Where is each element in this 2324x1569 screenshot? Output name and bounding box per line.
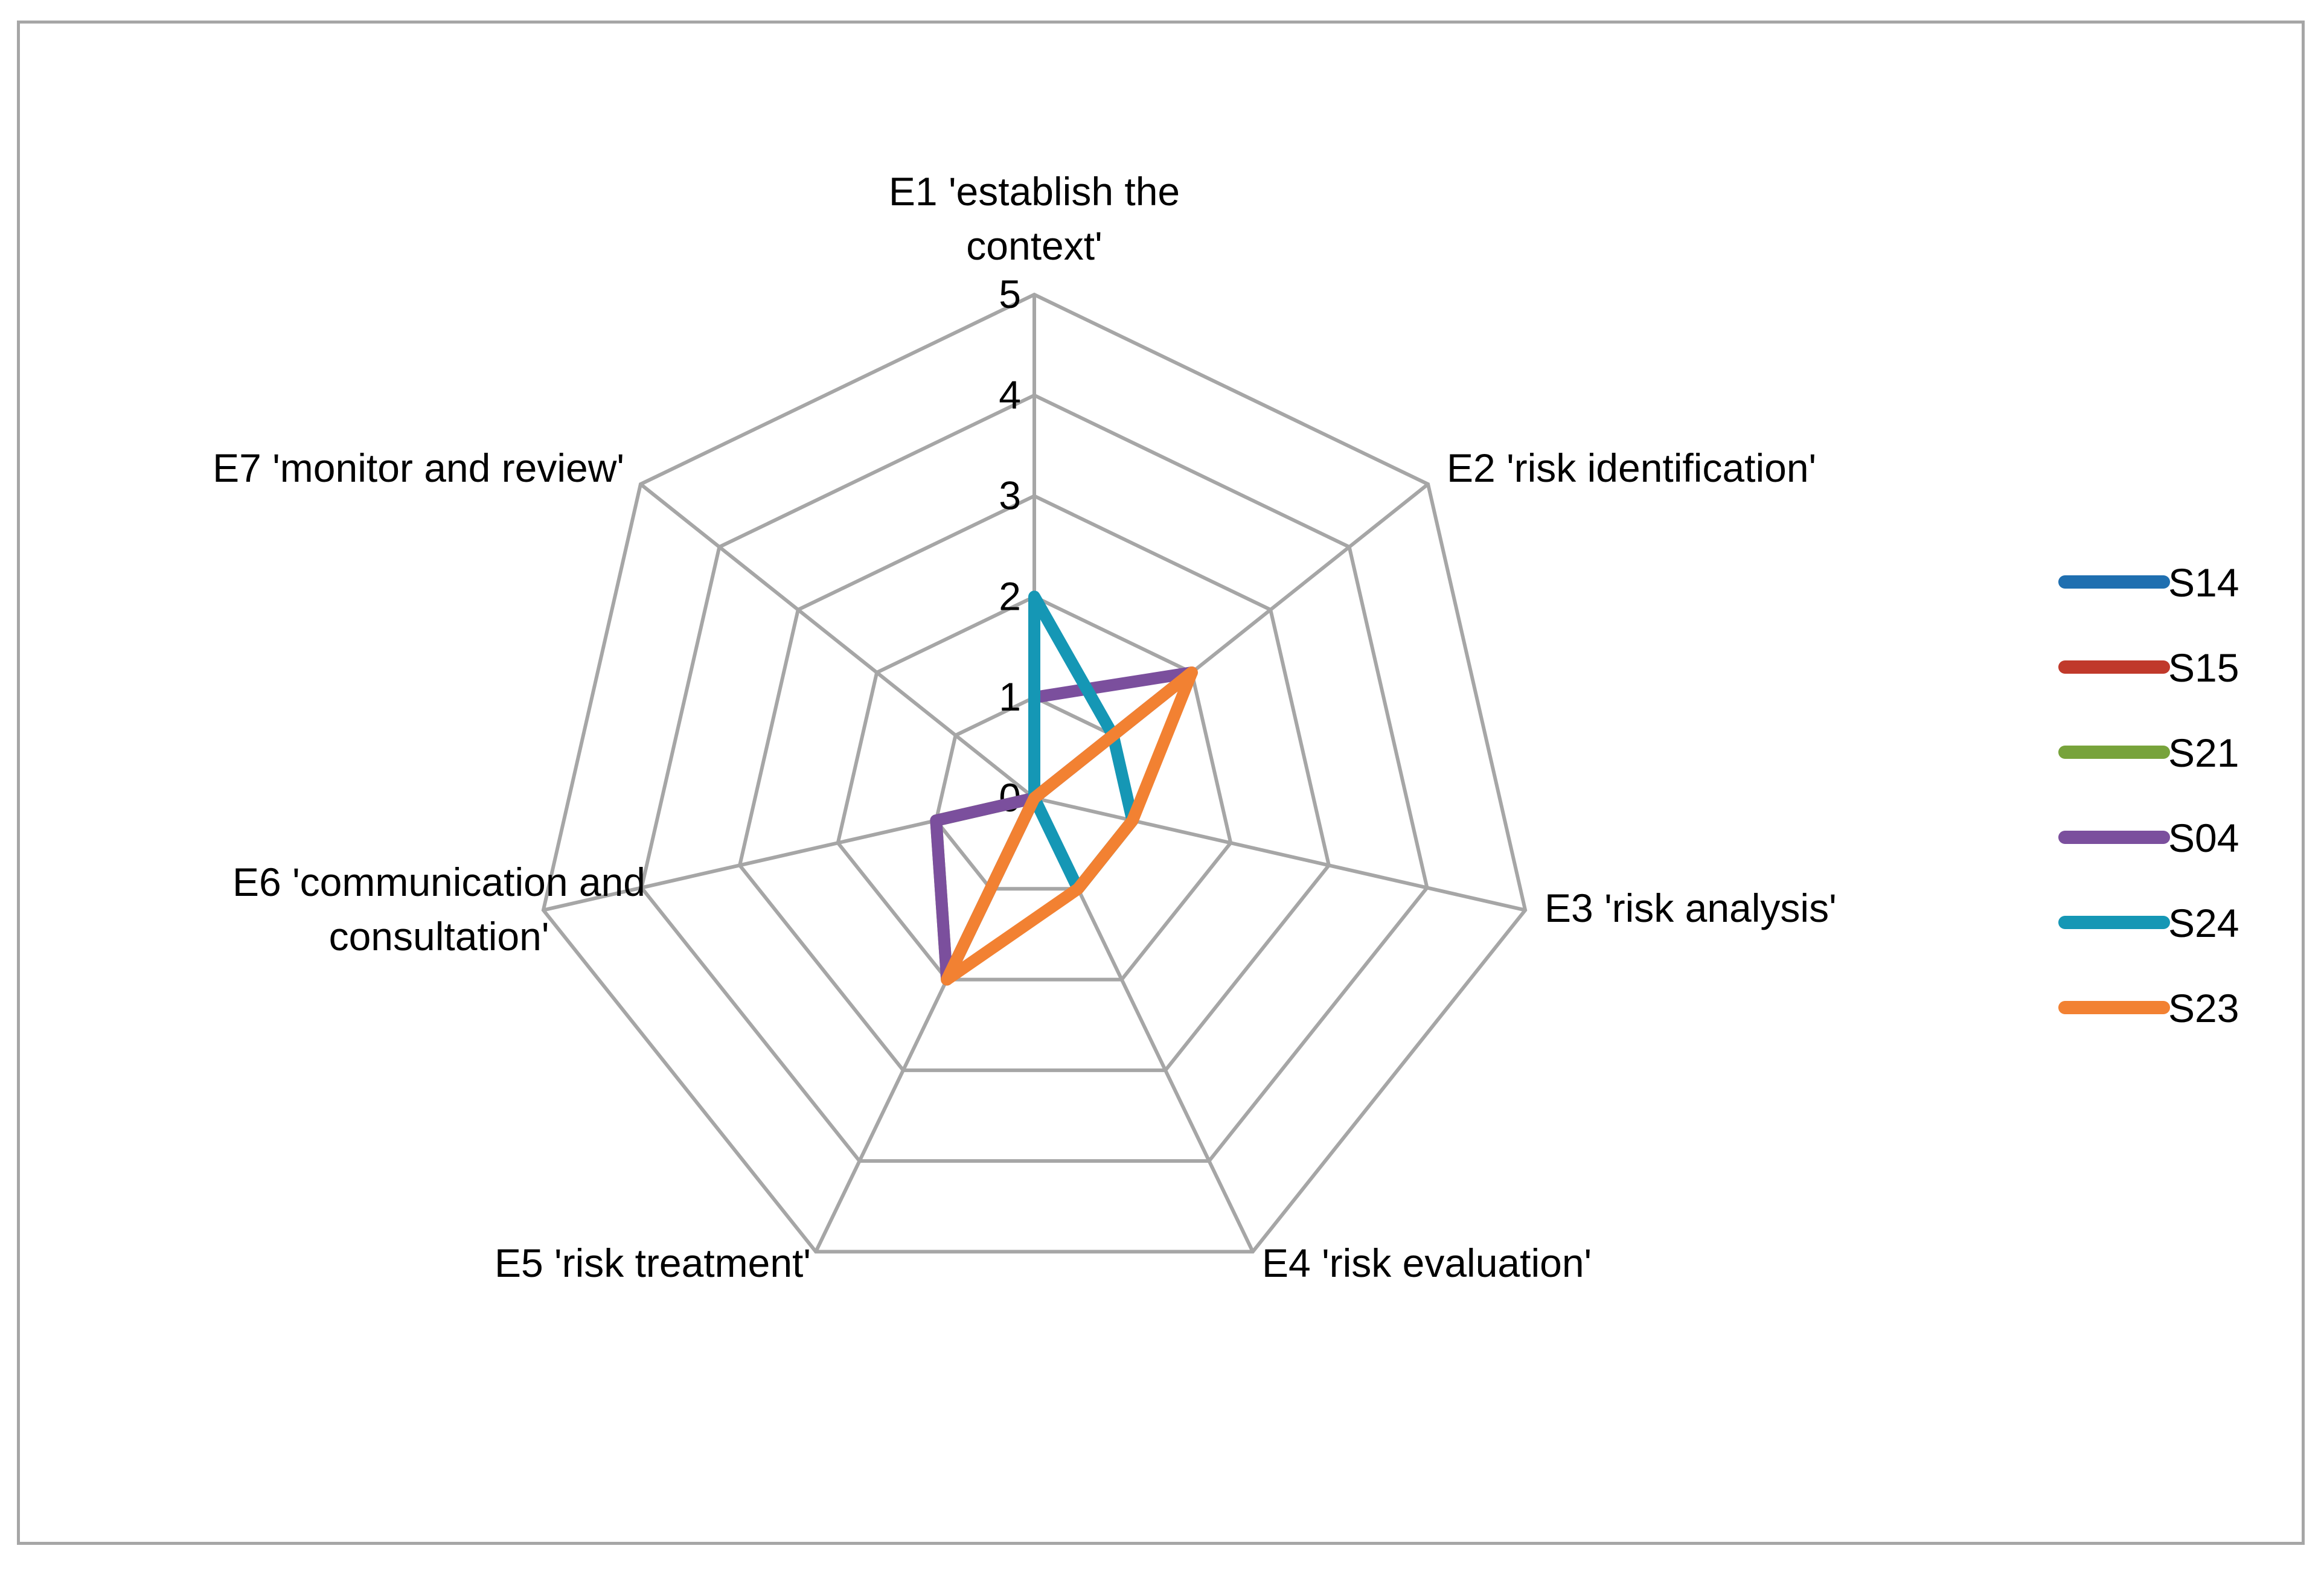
category-label-e3: E3 'risk analysis' [1545,886,1837,930]
tick-label: 2 [999,574,1021,618]
tick-label: 3 [999,473,1021,518]
tick-label: 4 [999,372,1021,417]
legend-label-s21: S21 [2168,730,2239,775]
legend-label-s24: S24 [2168,901,2239,945]
series-lines [930,590,1198,986]
legend-label-s23: S23 [2168,986,2239,1031]
grid-ring-2 [836,595,1233,982]
spoke-7 [639,482,1036,800]
grid-ring-3 [737,494,1331,1072]
tick-label: 5 [999,272,1021,316]
tick-label: 1 [999,674,1021,719]
chart-frame [17,21,2305,1545]
spoke-3 [1034,796,1526,912]
category-label-e5: E5 'risk treatment' [495,1241,811,1285]
legend-label-s15: S15 [2168,645,2239,690]
series-line-s23 [941,666,1198,986]
category-label-e7: E7 'monitor and review' [213,446,624,490]
category-label-e2: E2 'risk identification' [1447,446,1816,490]
category-label-e4: E4 'risk evaluation' [1262,1241,1592,1285]
grid-ring-5 [541,292,1528,1254]
legend-label-s04: S04 [2168,816,2239,860]
grid-ring-4 [639,393,1429,1163]
legend-label-s14: S14 [2168,560,2239,605]
